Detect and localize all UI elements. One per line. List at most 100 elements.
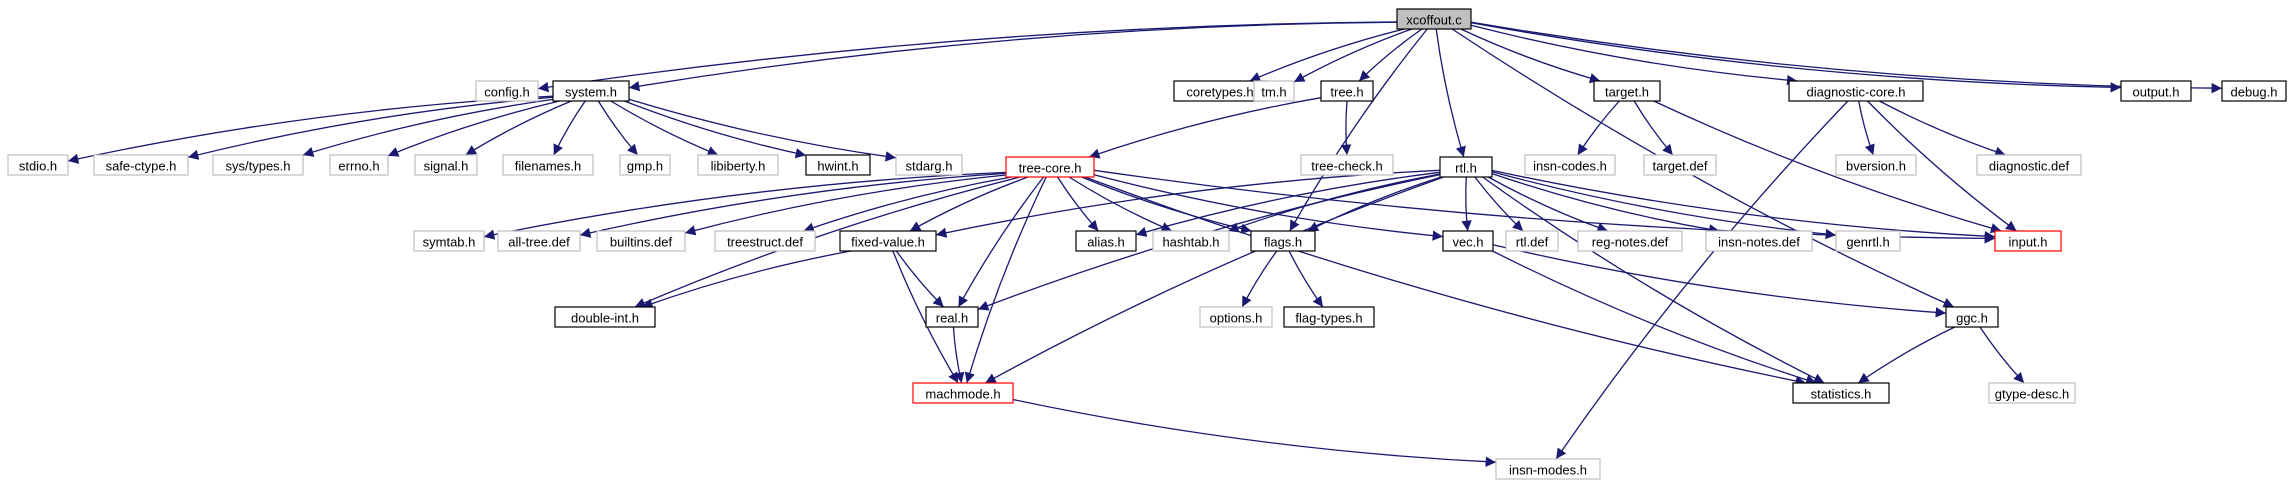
node-stdio: stdio.h bbox=[7, 154, 69, 176]
node-label-tm: tm.h bbox=[1261, 85, 1286, 100]
node-box-bversion bbox=[1835, 154, 1917, 176]
node-tm: tm.h bbox=[1253, 80, 1295, 102]
node-coretypes[interactable]: coretypes.h bbox=[1173, 80, 1267, 102]
node-label-system: system.h bbox=[565, 85, 617, 100]
node-alias[interactable]: alias.h bbox=[1075, 230, 1137, 252]
node-treecore[interactable]: tree-core.h bbox=[1005, 156, 1095, 178]
node-rtl[interactable]: rtl.h bbox=[1439, 156, 1493, 178]
node-box-diagdef bbox=[1976, 154, 2082, 176]
node-statistics[interactable]: statistics.h bbox=[1792, 382, 1890, 404]
edge-system-to-gmp bbox=[597, 100, 639, 156]
edge-tree-to-treecore bbox=[1088, 97, 1322, 159]
edge-treecore-to-builtins bbox=[684, 174, 1007, 236]
node-box-rtldef bbox=[1505, 230, 1559, 252]
node-output[interactable]: output.h bbox=[2120, 80, 2192, 102]
node-real[interactable]: real.h bbox=[925, 306, 979, 328]
node-ggc[interactable]: ggc.h bbox=[1945, 306, 1999, 328]
node-vec[interactable]: vec.h bbox=[1442, 230, 1494, 252]
node-alltree: all-tree.def bbox=[497, 230, 581, 252]
node-box-builtins bbox=[596, 230, 686, 252]
node-doubleint[interactable]: double-int.h bbox=[554, 306, 656, 328]
edge-machmode-to-insnmodes bbox=[1012, 398, 1497, 467]
edge-system-to-hwint bbox=[624, 100, 807, 159]
node-treestruct: treestruct.def bbox=[714, 230, 816, 252]
node-label-regnotes: reg-notes.def bbox=[1592, 235, 1669, 250]
edge-target-to-targetdef bbox=[1633, 100, 1674, 156]
edge-xcoffout-to-rtl bbox=[1435, 28, 1466, 158]
node-box-flagtypes bbox=[1283, 306, 1375, 328]
edge-ggc-to-gtypedesc bbox=[1979, 326, 2025, 384]
node-box-debug bbox=[2221, 80, 2287, 102]
node-box-rtl bbox=[1439, 156, 1493, 178]
node-errno: errno.h bbox=[329, 154, 389, 176]
node-safectype: safe-ctype.h bbox=[93, 154, 189, 176]
edge-system-to-signal bbox=[465, 100, 572, 156]
node-label-flagtypes: flag-types.h bbox=[1295, 311, 1362, 326]
node-target[interactable]: target.h bbox=[1593, 80, 1661, 102]
edge-rtl-to-genrtl bbox=[1491, 171, 1837, 240]
node-label-fixedvalue: fixed-value.h bbox=[851, 235, 925, 250]
node-label-diagcore: diagnostic-core.h bbox=[1807, 85, 1906, 100]
node-label-rtldef: rtl.def bbox=[1516, 235, 1549, 250]
node-flags[interactable]: flags.h bbox=[1250, 230, 1316, 252]
node-label-machmode: machmode.h bbox=[925, 387, 1000, 402]
node-system[interactable]: system.h bbox=[552, 80, 630, 102]
edge-flags-to-flagtypes bbox=[1288, 250, 1324, 308]
edge-xcoffout-to-debug bbox=[1470, 21, 2223, 94]
node-label-bversion: bversion.h bbox=[1846, 159, 1906, 174]
node-box-tree bbox=[1320, 80, 1374, 102]
node-systypes: sys/types.h bbox=[212, 154, 304, 176]
node-machmode[interactable]: machmode.h bbox=[912, 382, 1014, 404]
node-box-regnotes bbox=[1577, 230, 1683, 252]
edge-diagcore-to-bversion bbox=[1858, 100, 1875, 156]
node-diagcore[interactable]: diagnostic-core.h bbox=[1788, 80, 1924, 102]
node-box-insnnotes bbox=[1705, 230, 1813, 252]
node-box-fixedvalue bbox=[839, 230, 937, 252]
node-label-alias: alias.h bbox=[1087, 235, 1125, 250]
node-label-symtab: symtab.h bbox=[423, 235, 476, 250]
edge-treecore-to-real bbox=[957, 176, 1045, 308]
node-box-diagcore bbox=[1788, 80, 1924, 102]
node-label-debug: debug.h bbox=[2231, 85, 2278, 100]
edge-rtl-to-rtldef bbox=[1474, 176, 1524, 232]
node-input[interactable]: input.h bbox=[1994, 230, 2062, 252]
edge-target-to-input bbox=[1653, 100, 2002, 234]
node-box-xcoffout bbox=[1396, 8, 1472, 30]
node-tree[interactable]: tree.h bbox=[1320, 80, 1374, 102]
node-debug[interactable]: debug.h bbox=[2221, 80, 2287, 102]
edge-rtl-to-input bbox=[1491, 169, 1996, 242]
node-box-stdarg bbox=[895, 154, 963, 176]
edge-treecore-to-vec bbox=[1093, 174, 1444, 241]
node-label-insnnotes: insn-notes.def bbox=[1718, 235, 1800, 250]
node-box-treestruct bbox=[714, 230, 816, 252]
edge-xcoffout-to-config bbox=[537, 21, 1398, 93]
edge-treecore-to-doubleint bbox=[634, 176, 1021, 308]
edge-tree-to-treecheck bbox=[1340, 100, 1352, 156]
node-label-gtypedesc: gtype-desc.h bbox=[1995, 387, 2069, 402]
node-label-hashtab: hashtab.h bbox=[1162, 235, 1219, 250]
node-hwint[interactable]: hwint.h bbox=[805, 154, 871, 176]
node-box-hwint bbox=[805, 154, 871, 176]
node-label-filenames: filenames.h bbox=[515, 159, 581, 174]
node-box-filenames bbox=[502, 154, 594, 176]
node-label-stdio: stdio.h bbox=[19, 159, 57, 174]
edge-rtl-to-vec bbox=[1461, 176, 1472, 232]
edge-system-to-libiberty bbox=[610, 100, 719, 156]
node-xcoffout[interactable]: xcoffout.c bbox=[1396, 8, 1472, 30]
edge-xcoffout-to-output bbox=[1470, 22, 2122, 93]
edge-rtl-to-statistics bbox=[1482, 176, 1825, 384]
edge-treecore-to-alltree bbox=[579, 172, 1007, 238]
node-box-alias bbox=[1075, 230, 1137, 252]
node-label-options: options.h bbox=[1210, 311, 1263, 326]
edge-diagcore-to-insnmodes bbox=[1555, 100, 1849, 460]
node-label-gmp: gmp.h bbox=[627, 159, 663, 174]
edge-system-to-safectype bbox=[187, 96, 554, 160]
edge-xcoffout-to-diagcore bbox=[1470, 24, 1798, 86]
node-options: options.h bbox=[1199, 306, 1273, 328]
edge-system-to-systypes bbox=[302, 98, 554, 157]
node-box-libiberty bbox=[697, 154, 779, 176]
node-fixedvalue[interactable]: fixed-value.h bbox=[839, 230, 937, 252]
node-stdarg: stdarg.h bbox=[895, 154, 963, 176]
node-flagtypes[interactable]: flag-types.h bbox=[1283, 306, 1375, 328]
edge-rtl-to-insnnotes bbox=[1491, 172, 1720, 235]
